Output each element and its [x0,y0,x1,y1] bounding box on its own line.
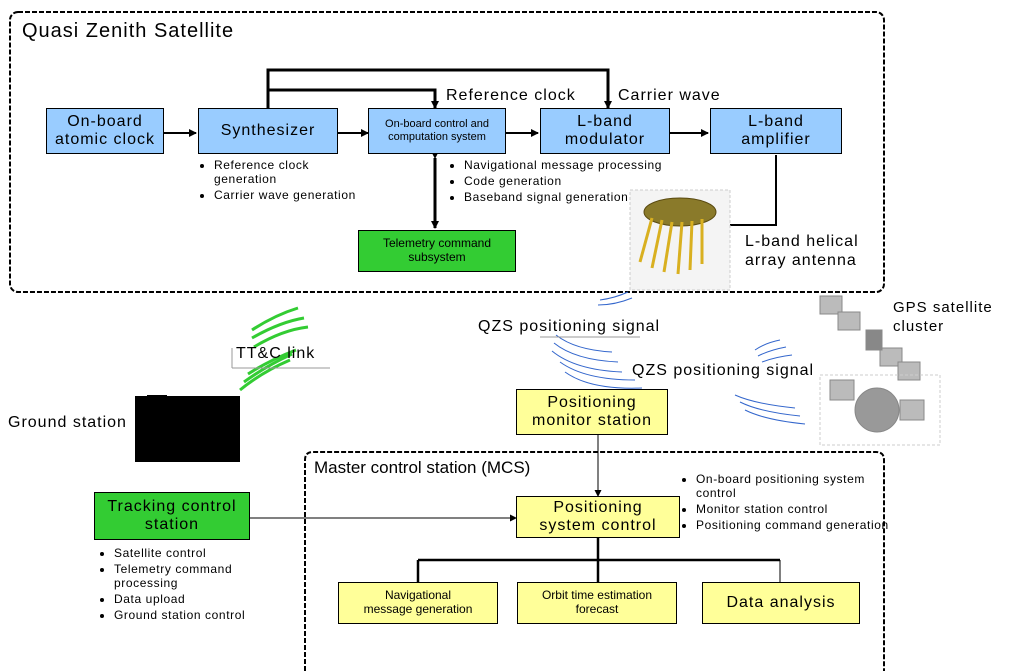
gps-satellite-icon [819,295,941,446]
ttc-link-label: TT&C link [236,345,316,362]
bullet-item: On-board positioning system control [696,472,896,500]
lband-modulator-box: L-band modulator [540,108,670,154]
tracking-control-box: Tracking control station [94,492,250,540]
nav-msg-gen-box: Navigational message generation [338,582,498,624]
satellite-title: Quasi Zenith Satellite [22,20,235,42]
reference-clock-label: Reference clock [446,87,576,104]
bullet-item: Navigational message processing [464,158,669,172]
lband-amplifier-box: L-band amplifier [710,108,842,154]
carrier-wave-label: Carrier wave [618,87,721,104]
signal-wave-icon [239,306,309,392]
mcs-title: Master control station (MCS) [314,458,531,477]
bullet-item: Monitor station control [696,502,896,516]
bullet-item: Code generation [464,174,669,188]
bullet-item: Satellite control [114,546,294,560]
antenna-label: L-band helical array antenna [745,233,859,269]
atomic-clock-box: On-board atomic clock [46,108,164,154]
ground-station-icon [135,395,240,462]
positioning-control-box: Positioning system control [516,496,680,538]
bullet-item: Telemetry command processing [114,562,294,590]
data-analysis-box: Data analysis [702,582,860,624]
satellite-frame [9,11,885,293]
bullet-item: Positioning command generation [696,518,896,532]
orbit-time-box: Orbit time estimation forecast [517,582,677,624]
bullet-item: Data upload [114,592,294,606]
control-system-box: On-board control and computation system [368,108,506,154]
synthesizer-bullets: Reference clock generation Carrier wave … [200,158,359,204]
bullet-item: Carrier wave generation [214,188,359,202]
control-system-bullets: Navigational message processing Code gen… [450,158,669,206]
positioning-control-bullets: On-board positioning system control Moni… [682,472,896,534]
tracking-bullets: Satellite control Telemetry command proc… [100,546,294,624]
qzs-signal-label-2: QZS positioning signal [632,362,815,379]
ground-station-label: Ground station [8,414,127,431]
bullet-item: Ground station control [114,608,294,622]
bullet-item: Reference clock generation [214,158,359,186]
telemetry-box: Telemetry command subsystem [358,230,516,272]
bullet-item: Baseband signal generation [464,190,669,204]
synthesizer-box: Synthesizer [198,108,338,154]
positioning-monitor-box: Positioning monitor station [516,389,668,435]
qzs-signal-label-1: QZS positioning signal [478,318,661,335]
antenna-image-icon [629,189,731,291]
gps-cluster-label: GPS satellite cluster [893,299,993,335]
